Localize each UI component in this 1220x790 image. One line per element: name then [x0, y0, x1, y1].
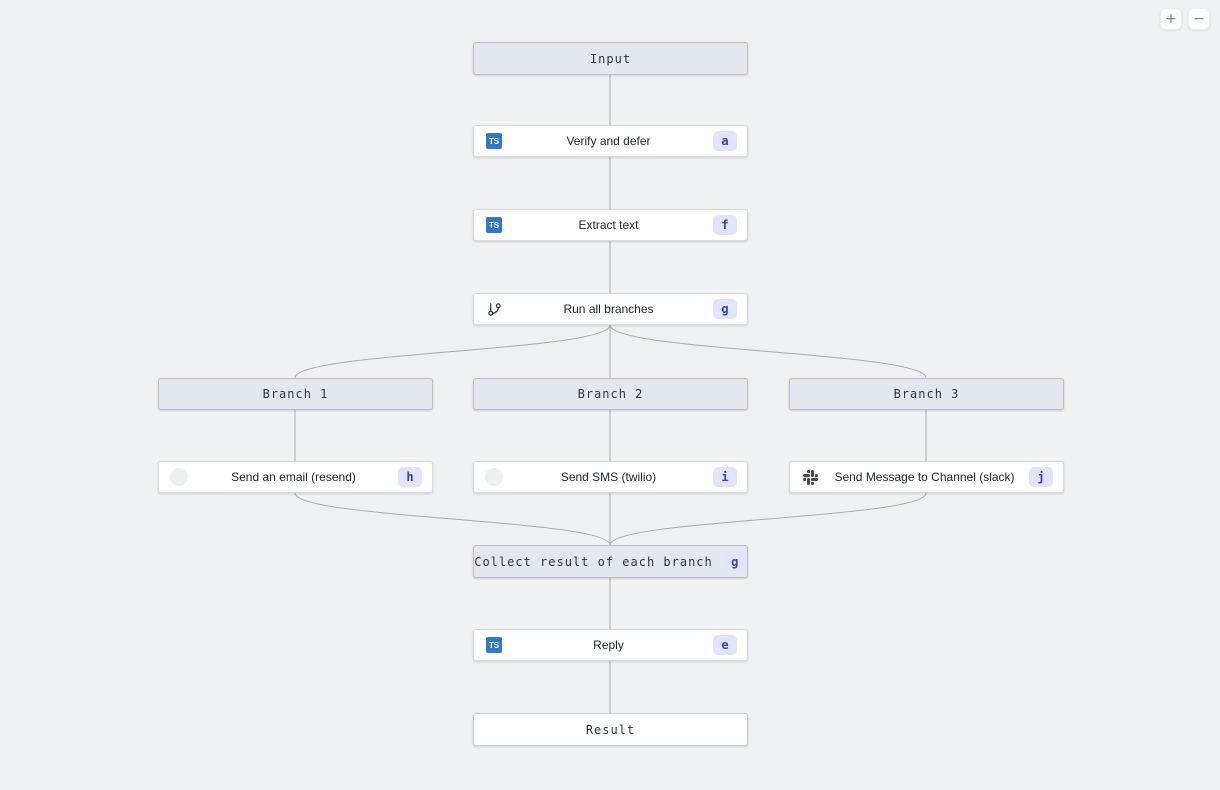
node-label: Verify and defer [566, 134, 651, 148]
node-label: Extract text [578, 218, 639, 232]
node-result[interactable]: Result [473, 713, 748, 746]
ref-badge: j [1029, 467, 1053, 487]
node-send-slack[interactable]: Send Message to Channel (slack) j [789, 461, 1064, 493]
node-input[interactable]: Input [473, 42, 748, 75]
node-label: Branch 1 [262, 387, 329, 401]
ref-badge: g [722, 551, 747, 572]
node-branch-1[interactable]: Branch 1 [158, 378, 433, 410]
edge-send-slack-to-collect [609, 492, 927, 546]
ref-badge: h [398, 467, 422, 487]
node-extract[interactable]: TS Extract text f [473, 209, 748, 241]
twilio-icon [484, 467, 504, 487]
typescript-icon: TS [484, 215, 504, 235]
slack-icon [800, 467, 820, 487]
node-collect[interactable]: Collect result of each branch g [473, 545, 748, 578]
ref-badge: e [713, 635, 737, 655]
node-label: Branch 3 [893, 387, 960, 401]
node-run-all[interactable]: Run all branches g [473, 293, 748, 325]
edge-send-email-to-collect [294, 492, 611, 546]
ref-badge: g [713, 299, 737, 319]
node-send-email[interactable]: Send an email (resend) h [158, 461, 433, 493]
node-label: Send an email (resend) [231, 470, 356, 484]
ref-badge: f [713, 215, 737, 235]
node-label: Send Message to Channel (slack) [834, 470, 1015, 484]
node-label: Reply [593, 638, 624, 652]
resend-icon [169, 467, 189, 487]
edge-run-all-to-branch-1 [294, 324, 611, 379]
node-label: Result [585, 722, 636, 737]
ref-badge: i [713, 467, 737, 487]
node-label: Collect result of each branch [474, 554, 713, 569]
node-reply[interactable]: TS Reply e [473, 629, 748, 661]
git-branch-icon [484, 299, 504, 319]
node-label: Run all branches [563, 302, 654, 316]
typescript-icon: TS [484, 635, 504, 655]
node-label: Branch 2 [577, 387, 644, 401]
typescript-icon: TS [484, 131, 504, 151]
zoom-controls: + − [1160, 8, 1210, 30]
ref-badge: a [713, 131, 737, 151]
edge-run-all-to-branch-3 [609, 324, 927, 379]
node-verify[interactable]: TS Verify and defer a [473, 125, 748, 157]
node-label: Send SMS (twilio) [560, 470, 657, 484]
zoom-out-button[interactable]: − [1188, 8, 1210, 30]
header-content: Collect result of each branch g [474, 551, 747, 572]
node-label: Input [589, 51, 632, 66]
node-send-sms[interactable]: Send SMS (twilio) i [473, 461, 748, 493]
node-branch-2[interactable]: Branch 2 [473, 378, 748, 410]
node-branch-3[interactable]: Branch 3 [789, 378, 1064, 410]
zoom-in-button[interactable]: + [1160, 8, 1182, 30]
